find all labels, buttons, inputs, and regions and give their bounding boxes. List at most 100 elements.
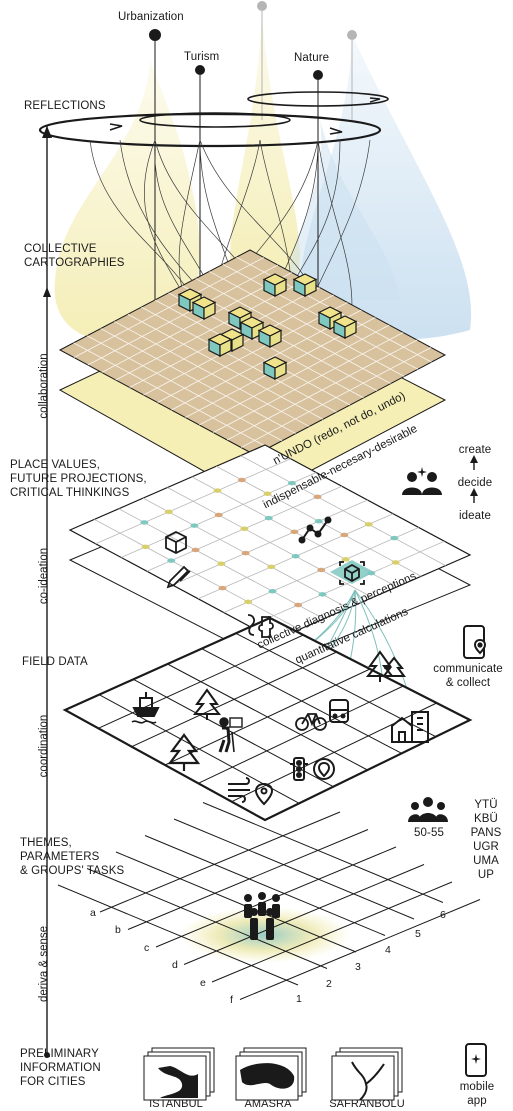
city-cards	[143, 1047, 403, 1101]
grid-letter: c	[144, 942, 150, 954]
grid-line	[239, 899, 481, 1000]
grid-line	[226, 339, 418, 441]
grid-line	[240, 347, 432, 448]
grid-line	[127, 829, 369, 930]
city-label-safranbolu: SAFRANBOLU	[329, 1098, 405, 1110]
location-refresh-icon	[313, 758, 335, 780]
diagnosis-dot	[164, 509, 173, 515]
diagnosis-dot	[218, 585, 227, 591]
node-turism	[195, 65, 205, 75]
create-decide-arrows	[470, 455, 478, 503]
node-nature	[313, 70, 323, 80]
traffic-light-icon	[290, 757, 308, 781]
grid-line	[195, 278, 391, 384]
cube-face	[274, 278, 287, 297]
label-preliminary: PRELIMINARY INFORMATION FOR CITIES	[20, 1048, 101, 1088]
influence-lobes	[54, 10, 472, 343]
grid-letter: a	[90, 907, 96, 919]
grid-line	[115, 851, 357, 953]
tree-icon	[167, 733, 201, 771]
grid-line	[86, 868, 328, 969]
diagnosis-dot	[317, 567, 326, 573]
grid-line	[173, 818, 415, 920]
label-decide: decide	[457, 477, 493, 489]
cube-face	[274, 361, 287, 380]
diagnosis-dot	[341, 557, 350, 562]
grid-line	[202, 802, 444, 903]
diagnosis-dot	[340, 532, 349, 538]
grid-number: 1	[296, 993, 302, 1005]
label-group-count: 50-55	[414, 827, 444, 839]
diagnosis-dot	[390, 535, 399, 541]
label-ideate: ideate	[459, 510, 491, 522]
diagnosis-dot	[290, 529, 299, 535]
cube-face	[231, 333, 244, 352]
cube-outline-icon	[165, 530, 187, 555]
cube-face	[304, 278, 317, 297]
puzzle-icon	[247, 614, 274, 638]
tree-icon	[192, 688, 222, 720]
top-nodes	[149, 1, 357, 300]
diagnosis-dot	[140, 520, 149, 525]
blue-lobe-mid	[288, 120, 400, 300]
yellow-lobe-center	[230, 10, 300, 290]
card-safranbolu	[331, 1047, 403, 1101]
reflection-loops	[38, 91, 389, 148]
diagnosis-dot	[391, 560, 400, 565]
diagnosis-dot	[167, 558, 176, 563]
group-people-icon	[408, 797, 448, 822]
grid-number: 6	[440, 909, 446, 921]
diagnosis-dot	[217, 561, 226, 566]
grid-line	[99, 811, 341, 913]
diagnosis-dot	[268, 589, 277, 594]
grid-letter: e	[200, 977, 206, 989]
grid-line	[57, 884, 299, 986]
grid-line	[209, 271, 405, 377]
diagnosis-dot	[287, 480, 296, 486]
cube-face	[344, 320, 357, 339]
phase-co-ideation: co-ideation	[38, 547, 50, 605]
phone-location-icon	[463, 625, 487, 659]
train-icon	[329, 699, 349, 723]
node-urbanization	[149, 29, 161, 41]
node-label-urbanization: Urbanization	[118, 11, 184, 23]
diagnosis-dot	[294, 602, 303, 608]
diagnosis-dot	[364, 522, 373, 527]
label-place-values: PLACE VALUES, FUTURE PROJECTIONS, CRITIC…	[10, 459, 147, 499]
label-communicate-collect: communicate & collect	[433, 663, 503, 689]
grid-line	[172, 499, 368, 586]
building-icon	[391, 711, 429, 743]
grid-line	[183, 864, 425, 965]
node-grey-1	[257, 1, 267, 11]
grid-line	[157, 302, 348, 403]
trees-icon	[365, 650, 406, 682]
diagnosis-dot	[214, 512, 223, 518]
grid-line	[211, 881, 453, 983]
node-label-turism: Turism	[184, 51, 220, 63]
wind-location-icon	[228, 777, 274, 806]
diagnosis-dot	[241, 550, 250, 556]
diagnosis-dot	[314, 519, 323, 524]
grid-line	[199, 324, 390, 426]
diagnosis-dot	[244, 599, 253, 605]
grid-number: 4	[385, 944, 391, 956]
diagnosis-dots	[140, 477, 400, 608]
grid-line	[240, 455, 446, 566]
elderly-person-icon	[218, 717, 243, 753]
node-grey-2	[347, 30, 357, 40]
process-arrow	[42, 125, 52, 1058]
grid-letter: f	[230, 994, 234, 1006]
phone-sparkle-icon	[465, 1043, 487, 1077]
team-collaboration-icon	[402, 467, 442, 495]
grid-line	[144, 835, 386, 936]
label-create: create	[458, 444, 492, 456]
diagnosis-dot	[318, 592, 327, 597]
diagnosis-dot	[190, 523, 199, 528]
card-istanbul	[143, 1047, 215, 1101]
pencil-ruler-icon	[166, 565, 191, 589]
grid-number: 3	[355, 961, 361, 973]
diagnosis-dot	[191, 547, 200, 553]
grid-number: 5	[415, 928, 421, 940]
city-label-amasra: AMASRA	[244, 1098, 292, 1110]
